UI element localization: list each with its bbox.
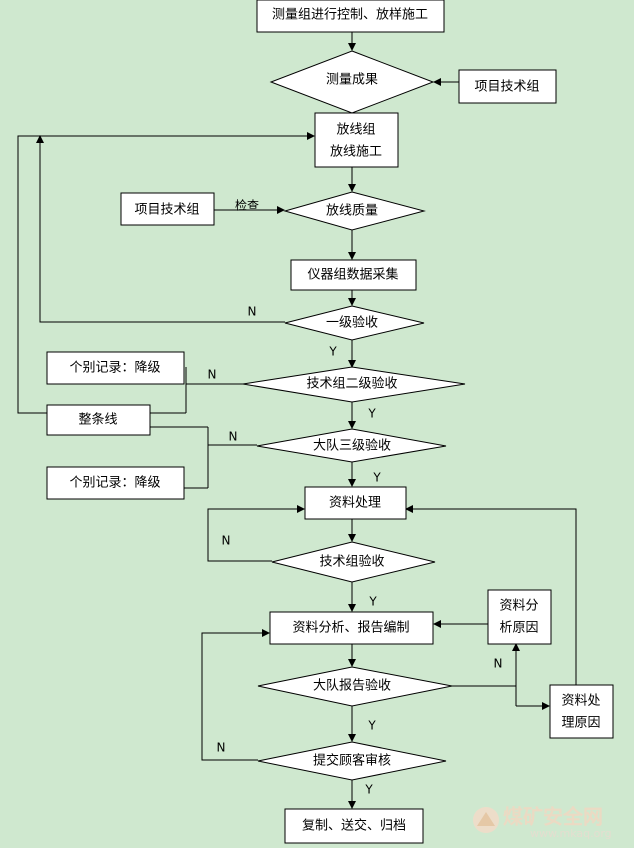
node-level2-label: 技术组二级验收 [306,376,397,392]
edge-label-level3-yes: Y [372,471,381,485]
edge-label-client-review-yes: Y [364,783,373,797]
node-analysis-report: 资料分析、报告编制 [269,611,434,645]
node-record-downgrade-1: 个别记录：降级 [46,351,185,385]
node-record-downgrade-2-label: 个别记录：降级 [69,476,160,491]
node-process-cause-line1: 资料处 [561,694,600,709]
watermark-url: www.mkaq.org [530,827,612,840]
node-tech-group-check: 项目技术组 [120,192,215,226]
node-level2: 技术组二级验收 [242,366,466,403]
node-layout-quality: 放线质量 [283,191,426,231]
node-archive-label: 复制、送交、归档 [302,818,406,834]
node-level3-label: 大队三级验收 [313,438,391,454]
node-team-report-accept: 大队报告验收 [257,666,453,707]
node-analyze-cause-line2: 析原因 [499,621,538,636]
edge-label-level3-no: N [229,430,238,444]
node-tech-group-top: 项目技术组 [458,69,557,104]
edge-label-level1-no: N [248,305,257,319]
watermark: 煤矿安全网 www.mkaq.org [473,805,612,840]
edge-label-level2-yes: Y [367,407,376,421]
edge-label-client-review-no: N [217,741,226,755]
node-start-label: 测量组进行控制、放样施工 [272,8,428,23]
node-archive: 复制、送交、归档 [284,808,424,844]
edge-label-level2-no: N [208,368,217,382]
node-team-report-accept-label: 大队报告验收 [313,678,391,694]
node-start: 测量组进行控制、放样施工 [256,0,445,33]
node-process-cause-line2: 理原因 [561,716,600,731]
edge-label-tech-accept-yes: Y [368,595,377,609]
edge-label-team-report-no: N [494,657,503,671]
node-instrument-collect: 仪器组数据采集 [290,259,417,291]
node-layout-group-line2: 放线施工 [330,145,382,160]
node-level1: 一级验收 [284,305,425,341]
node-record-downgrade-1-label: 个别记录：降级 [69,361,160,376]
node-tech-group-check-label: 项目技术组 [134,203,199,218]
check-label: 检查 [235,198,259,213]
node-layout-group: 放线组 放线施工 [314,112,399,168]
connectors [17,32,577,809]
node-level1-label: 一级验收 [326,315,378,331]
node-tech-group-top-label: 项目技术组 [474,80,539,95]
node-client-review: 提交顾客审核 [257,741,447,781]
node-data-process: 资料处理 [304,486,407,520]
node-layout-group-line1: 放线组 [336,123,375,138]
node-analysis-report-label: 资料分析、报告编制 [292,621,409,636]
node-fix-line: 整条线 [46,404,151,436]
edge-label-tech-accept-no: N [222,534,231,548]
node-analyze-cause: 资料分 析原因 [487,589,552,645]
watermark-text: 煤矿安全网 [503,805,603,829]
edge-label-team-report-yes: Y [367,719,376,733]
node-fix-line-label: 整条线 [78,412,117,428]
node-tech-accept: 技术组验收 [271,541,436,583]
node-record-downgrade-2: 个别记录：降级 [46,466,185,500]
node-layout-quality-label: 放线质量 [326,204,378,219]
node-process-cause: 资料处 理原因 [549,684,614,739]
edge-labels: N Y N Y N Y N Y N Y N Y [208,305,503,797]
edge-label-level1-yes: Y [328,345,337,359]
node-survey-result-label: 测量成果 [326,73,378,88]
node-client-review-label: 提交顾客审核 [313,753,391,769]
node-survey-result: 测量成果 [269,50,435,114]
node-level3: 大队三级验收 [256,428,447,463]
node-data-process-label: 资料处理 [329,496,381,511]
node-instrument-collect-label: 仪器组数据采集 [307,267,398,283]
node-tech-accept-label: 技术组验收 [319,554,384,570]
node-analyze-cause-line1: 资料分 [499,599,538,614]
